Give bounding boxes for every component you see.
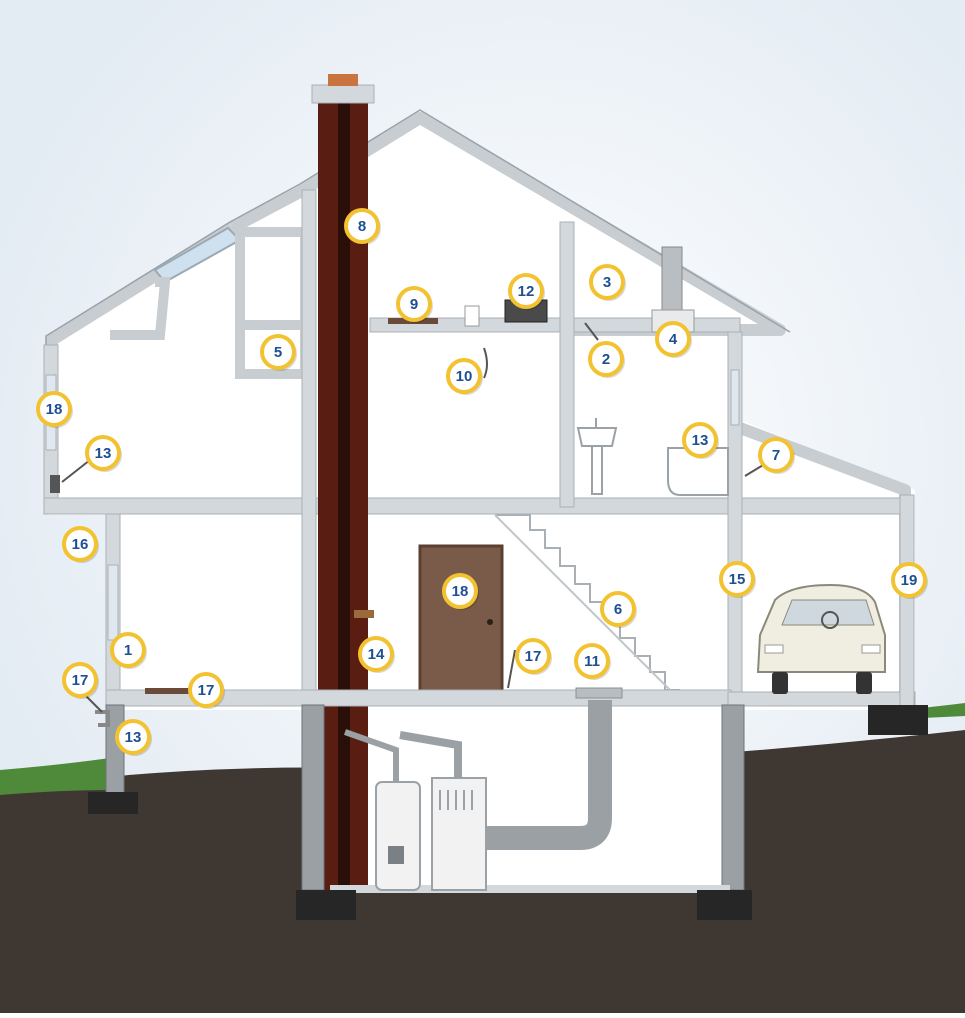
callout-ring [719,561,755,597]
callout-number: 6 [614,601,622,618]
callout-badge-c15: 15 [719,561,756,598]
callout-number: 13 [95,445,112,462]
house-interior [48,115,915,710]
callout-badge-c19: 19 [891,562,928,599]
callout-badge-c18a: 18 [36,391,73,428]
callout-badge-c5: 5 [260,334,297,371]
callout-ring [655,321,691,357]
interior-wall-mid [559,221,575,508]
callout-badge-c17c: 17 [188,672,225,709]
callout-badge-c13b: 13 [682,422,719,459]
callout-number: 17 [525,648,542,665]
garage-wall [899,494,915,711]
footing-crawl [88,792,138,814]
callout-number: 18 [452,583,469,600]
roof-vent-stack [661,246,683,318]
callout-number: 2 [602,351,610,368]
callout-ring [344,208,380,244]
callout-ring [600,591,636,627]
callout-ring [188,672,224,708]
callout-badge-c18b: 18 [442,573,479,610]
callout-ring [358,636,394,672]
callout-number: 17 [72,672,89,689]
callout-ring [396,286,432,322]
attic-floor [369,317,741,333]
callout-badge-c11: 11 [574,643,611,680]
callout-ring [589,264,625,300]
callout-number: 17 [198,682,215,699]
callout-number: 10 [456,368,473,385]
callout-number: 4 [669,331,678,348]
garage-floor [727,691,916,707]
callout-number: 13 [692,432,709,449]
callout-number: 13 [125,729,142,746]
basement-wall-right [721,704,745,891]
callout-number: 5 [274,344,282,361]
callout-badge-c1: 1 [110,632,147,669]
callout-number: 12 [518,283,535,300]
callout-ring [110,632,146,668]
callout-badge-c9: 9 [396,286,433,323]
callout-ring [891,562,927,598]
callout-ring [446,358,482,394]
callout-ring [62,526,98,562]
callout-badge-c12: 12 [508,273,545,310]
callout-ring [515,638,551,674]
callout-badge-c2: 2 [588,341,625,378]
bathtub [667,447,729,496]
callout-badge-c16: 16 [62,526,99,563]
callout-ring [260,334,296,370]
interior-door [418,544,504,693]
grass-left [0,758,110,795]
callout-badge-c8: 8 [344,208,381,245]
callout-ring [442,573,478,609]
callout-badge-c3: 3 [589,264,626,301]
car [756,583,886,694]
callout-number: 16 [72,536,89,553]
callout-ring [758,437,794,473]
callout-badge-c6: 6 [600,591,637,628]
callout-badge-c13a: 13 [85,435,122,472]
callout-ring [115,719,151,755]
water-heater [344,729,421,891]
callout-badge-c7: 7 [758,437,795,474]
footing-garage [868,705,928,735]
callout-badge-c4: 4 [655,321,692,358]
callout-ring [574,643,610,679]
air-duct [486,700,612,850]
callout-badge-c14: 14 [358,636,395,673]
callout-number: 9 [410,296,418,313]
callout-ring [36,391,72,427]
callout-ring [85,435,121,471]
callout-number: 11 [584,653,600,670]
callout-number: 14 [368,646,385,663]
second-floor [43,497,915,515]
staircase [494,514,681,701]
callout-badge-c10: 10 [446,358,483,395]
bathroom-sink [576,418,618,495]
interior-wall-left [301,189,317,706]
callout-number: 18 [46,401,63,418]
callout-number: 15 [729,571,746,588]
callout-badge-c13c: 13 [115,719,152,756]
callout-badge-c17b: 17 [62,662,99,699]
furnace [399,731,487,891]
footing-center [697,890,752,920]
chimney-cap [311,84,375,104]
callout-number: 7 [772,447,780,464]
callout-ring [588,341,624,377]
footing-left [296,890,356,920]
basement-wall-left [301,704,325,891]
callout-number: 3 [603,274,611,291]
callout-ring [508,273,544,309]
callout-ring [682,422,718,458]
callout-number: 19 [901,572,918,589]
callout-badge-c17a: 17 [515,638,552,675]
callout-number: 1 [124,642,132,659]
callout-ring [62,662,98,698]
callout-badges: 8 9 12 3 10 2 4 5 18 13 13 7 16 18 6 15 19 1 14 17 11 17 17 13 [36,208,928,756]
callout-number: 8 [358,218,366,235]
